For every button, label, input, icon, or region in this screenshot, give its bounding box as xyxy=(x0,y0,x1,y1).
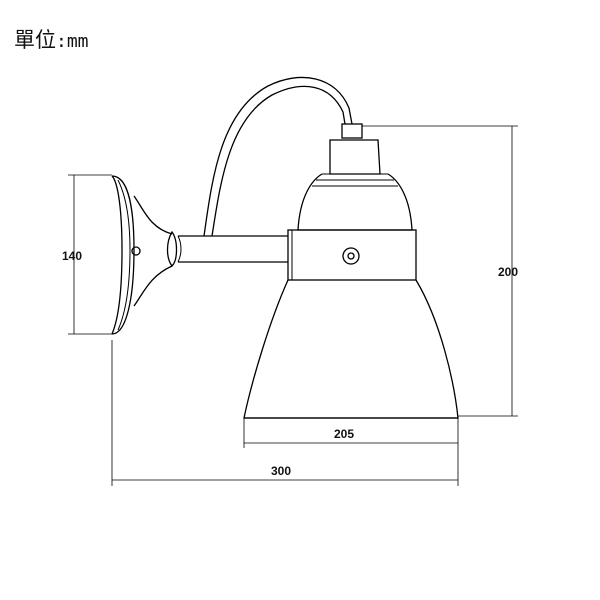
unit-label: 單位:mm xyxy=(14,24,89,54)
dimension-backplate-height: 140 xyxy=(62,174,112,335)
wall-backplate xyxy=(111,175,135,335)
dimension-300-label: 300 xyxy=(271,464,291,478)
unit-label-unit: :mm xyxy=(56,31,89,52)
backplate-screw xyxy=(131,246,141,256)
pivot-screw xyxy=(342,247,360,265)
cable-gland xyxy=(341,123,363,139)
dimension-200-label: 200 xyxy=(498,265,518,279)
lamp-socket xyxy=(329,139,381,175)
power-cable xyxy=(203,76,353,237)
dimension-205-label: 205 xyxy=(334,427,354,441)
unit-label-prefix: 單位 xyxy=(14,28,56,52)
dimension-total-width: 300 xyxy=(111,340,459,486)
dimension-shade-width: 205 xyxy=(243,418,459,448)
dimension-total-height: 200 xyxy=(362,125,518,417)
lamp-ring xyxy=(287,229,417,281)
lamp-shade xyxy=(243,279,459,419)
lamp-arm xyxy=(178,235,288,263)
dimension-140-label: 140 xyxy=(62,249,82,263)
